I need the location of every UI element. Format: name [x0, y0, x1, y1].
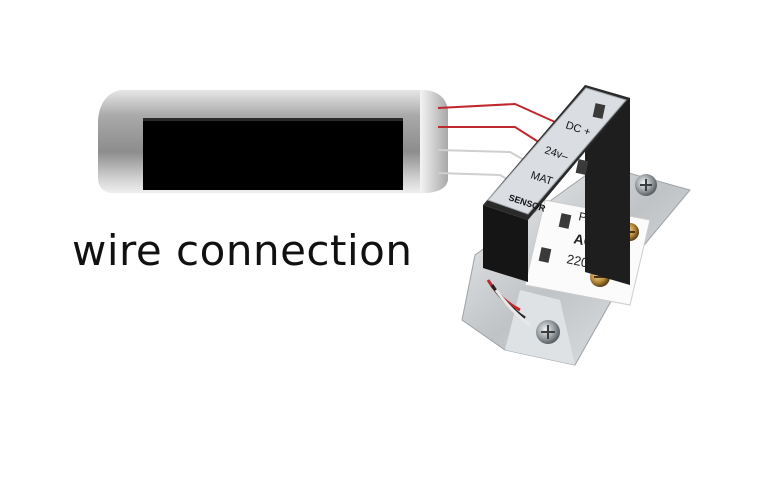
- sensor-window: [143, 118, 403, 190]
- bracket-screw-bottom: [536, 320, 560, 344]
- terminal-block: DC + 24v– MAT SENSOR: [483, 85, 630, 285]
- bracket-screw-top: [635, 174, 657, 196]
- sensor-bar: [98, 90, 448, 193]
- caption-text: wire connection: [72, 226, 413, 275]
